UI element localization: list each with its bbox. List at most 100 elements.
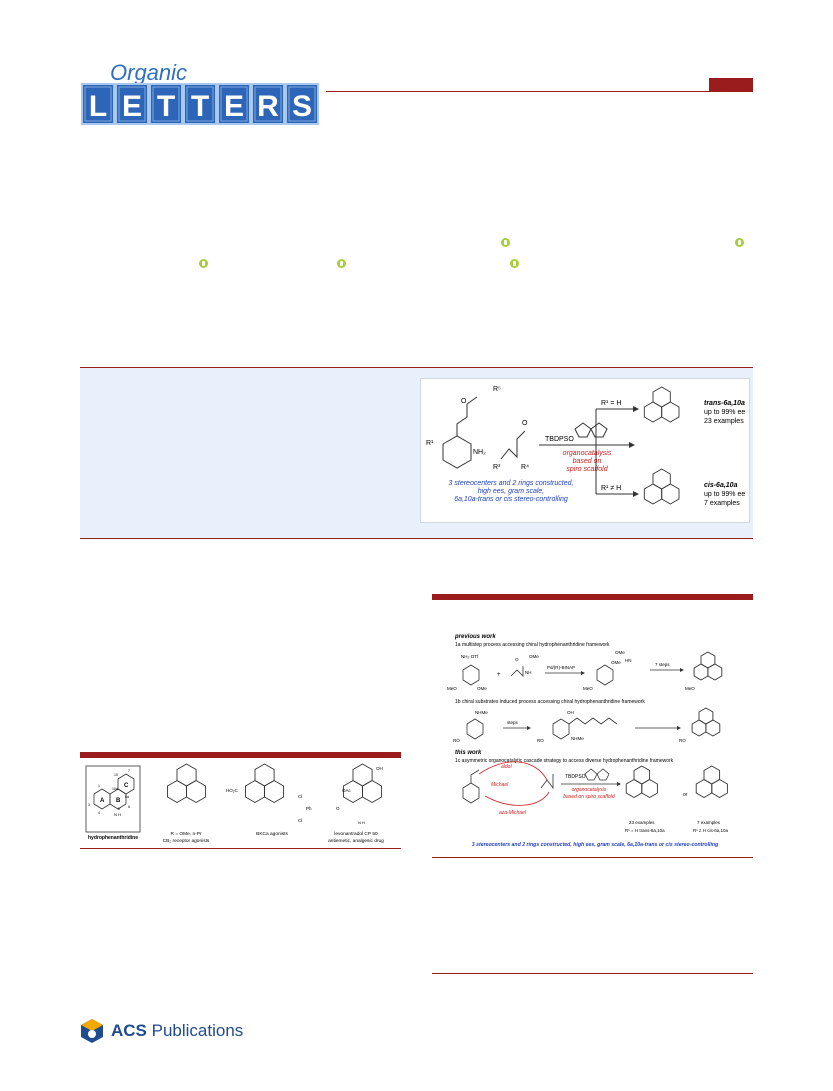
svg-text:Cl: Cl — [298, 818, 302, 823]
svg-text:7: 7 — [128, 769, 130, 773]
ring-b — [186, 779, 207, 804]
scheme-label-1c: 1c asymmetric organocatalytic cascade st… — [455, 758, 674, 764]
toc-trans-product: trans-6a,10a — [704, 400, 745, 407]
scheme-label-1b: 1b chiral substrates induced process acc… — [455, 699, 645, 705]
svg-text:NHMe: NHMe — [475, 710, 488, 715]
scheme-previous-work: previous work — [454, 634, 496, 640]
ring-c — [254, 763, 275, 787]
svg-text:1: 1 — [98, 784, 100, 788]
scheme-organocatalysis: organocatalysis — [572, 787, 607, 793]
toc-r5: R⁵ — [493, 386, 501, 393]
publisher-name: ACS Publications — [111, 1021, 244, 1040]
acs-hexagon-icon — [81, 1019, 103, 1043]
svg-text:O: O — [515, 657, 519, 662]
svg-text:OH: OH — [376, 766, 383, 771]
ring-c — [633, 765, 651, 785]
svg-text:NH: NH — [525, 670, 532, 675]
svg-text:OH: OH — [567, 710, 574, 715]
fig-item4-line1: levonantradol CP 50 — [334, 831, 378, 837]
svg-text:OMe: OMe — [477, 686, 487, 691]
toc-method-3: spiro scaffold — [566, 466, 608, 473]
toc-cis-examples: 7 examples — [704, 500, 740, 507]
svg-text:C: C — [124, 783, 129, 789]
svg-text:3: 3 — [88, 803, 90, 807]
svg-text:L: L — [89, 90, 107, 123]
svg-text:E: E — [224, 90, 244, 123]
figure-bottom-rule — [80, 848, 401, 849]
toc-method-2: based on — [573, 458, 602, 465]
svg-text:OMe: OMe — [529, 654, 539, 659]
scheme-1: previous work 1a multistep process acces… — [447, 634, 728, 848]
svg-text:OMe: OMe — [615, 650, 625, 655]
orcid-icon[interactable] — [510, 259, 519, 268]
svg-text:S: S — [292, 90, 312, 123]
logo-letter-tile: E — [115, 83, 149, 125]
scheme-spiro: based on spiro scaffold — [563, 794, 615, 800]
svg-text:MeO: MeO — [685, 686, 695, 691]
figure-1: A B C 1 3 4 6 6a 7 10 10a N H 5 hydrophe… — [85, 763, 384, 844]
orcid-icon[interactable] — [199, 259, 208, 268]
toc-method-1: organocatalysis — [563, 450, 612, 457]
svg-text:10: 10 — [114, 773, 118, 777]
scheme-label-1a: 1a multistep process accessing chiral hy… — [455, 642, 610, 648]
svg-text:MeO: MeO — [447, 686, 457, 691]
logo-letter-tile: R — [251, 83, 285, 125]
svg-text:NH₂·OTf: NH₂·OTf — [461, 654, 479, 659]
ring-c — [703, 765, 721, 785]
logo-script: Organic — [110, 60, 187, 85]
svg-text:RO: RO — [679, 738, 686, 743]
svg-text:N H: N H — [358, 820, 365, 825]
svg-text:6a: 6a — [125, 795, 129, 799]
header-tab — [709, 78, 753, 91]
svg-text:6: 6 — [128, 805, 130, 809]
scheme-reagent-1a: Pd/(R)-BINAP — [547, 665, 575, 670]
svg-text:HO₂C: HO₂C — [226, 788, 238, 793]
fig-item2-line2: CB₂ receptor agonists — [163, 838, 210, 844]
logo-letter-tile: T — [183, 83, 217, 125]
svg-text:O: O — [336, 806, 340, 811]
abstract-top-rule — [80, 367, 753, 368]
scheme-this-work: this work — [455, 750, 482, 756]
scheme-cis-examples: 7 examples — [697, 820, 721, 825]
svg-text:O: O — [461, 398, 467, 405]
scheme-trans-cond: R¹ = H trans-6a,10a — [625, 828, 665, 833]
fig-core-label: hydrophenanthridine — [88, 835, 138, 841]
scheme-steps-1b: steps — [507, 720, 519, 725]
toc-trans-examples: 23 examples — [704, 418, 744, 425]
svg-text:+: + — [497, 672, 501, 678]
scheme-or: or — [683, 792, 688, 798]
orcid-icon[interactable] — [337, 259, 346, 268]
fig-item4-line2: antiemetic, analgesic drug — [328, 838, 384, 844]
toc-r1-not-h: R¹ ≠ H — [601, 485, 621, 492]
ring-c — [700, 651, 716, 669]
orcid-icon[interactable] — [501, 238, 510, 247]
abstract-bottom-rule — [80, 538, 753, 539]
ring-c — [652, 386, 671, 408]
svg-text:N H: N H — [114, 812, 121, 817]
toc-cis-product: cis-6a,10a — [704, 482, 738, 489]
fig-item2-line1: R = OMe, n-Pr — [170, 831, 201, 837]
ring-b — [264, 779, 285, 804]
svg-text:OAc: OAc — [342, 788, 352, 793]
toc-cis-ee: up to 99% ee — [704, 491, 745, 498]
svg-text:RO: RO — [537, 738, 544, 743]
toc-summary-3: 6a,10a-trans or cis stereo-controlling — [454, 496, 568, 503]
toc-nh2: NH₂ — [473, 449, 486, 456]
logo-letter-tile: L — [81, 83, 115, 125]
fig-item3-line1: BKCa agonists — [256, 831, 288, 837]
scheme-top-rule — [432, 594, 753, 600]
ring-a — [167, 779, 187, 804]
svg-text:MeO: MeO — [583, 686, 593, 691]
scheme-summary: 3 stereocenters and 2 rings constructed,… — [472, 842, 719, 848]
svg-text:A: A — [100, 798, 105, 804]
scheme-cis-cond: R¹ ≠ H cis-6a,10a — [693, 828, 728, 833]
scheme-michael: Michael — [491, 782, 509, 788]
toc-catalyst: TBDPSO — [545, 436, 574, 443]
scheme-bottom-rule — [432, 857, 753, 858]
svg-text:T: T — [157, 90, 175, 123]
logo-letter-tile: E — [217, 83, 251, 125]
svg-text:RO: RO — [453, 738, 460, 743]
svg-text:NHMe: NHMe — [571, 736, 584, 741]
orcid-icon[interactable] — [735, 238, 744, 247]
